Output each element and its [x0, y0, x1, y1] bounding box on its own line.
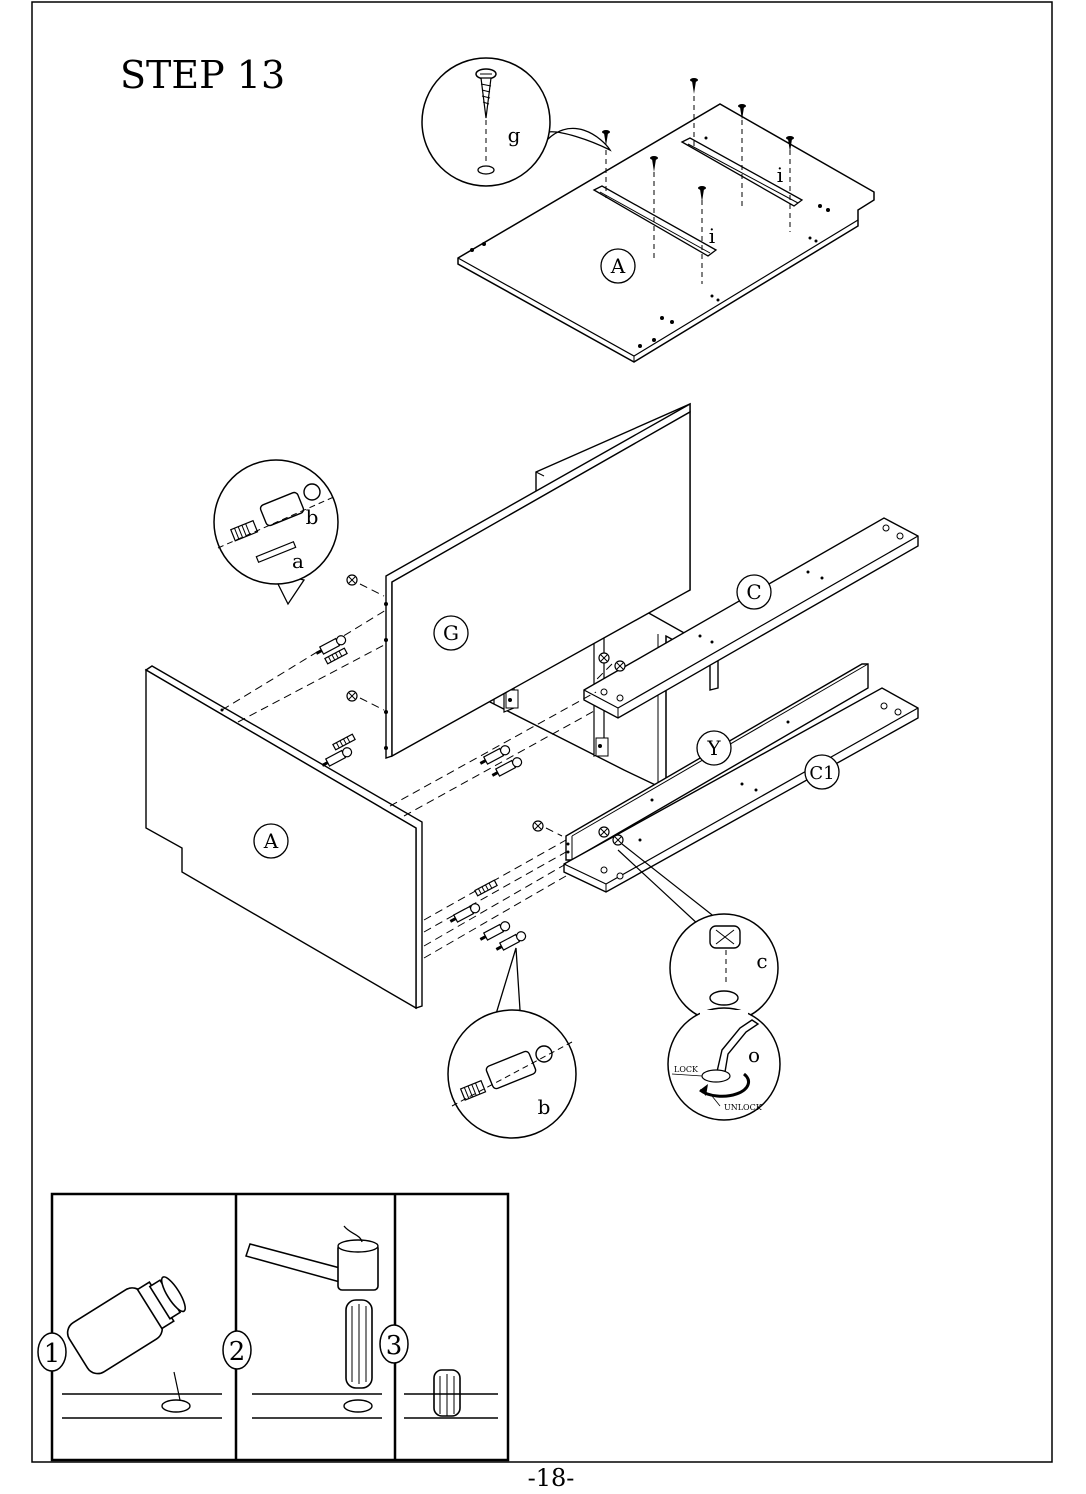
dowel-label-a: a	[292, 549, 304, 573]
front-panel-a: A	[146, 666, 422, 1008]
screw-label-g: g	[508, 123, 521, 147]
bolt-label-b-upper: b	[306, 505, 319, 529]
cam-tool-label-o: o	[748, 1043, 760, 1067]
page-number: -18-	[528, 1464, 575, 1492]
dowel-step-3-number: 3	[386, 1331, 403, 1361]
slide-label-i-back: i	[777, 163, 783, 187]
rail-c1-label: C1	[809, 763, 834, 784]
rail-y-label: Y	[706, 736, 721, 760]
lock-label: LOCK	[674, 1065, 699, 1074]
callout-bolt-b: b	[448, 948, 576, 1138]
dowel-pin-icon	[346, 1300, 372, 1388]
callout-dowel-bolt: a b	[214, 460, 338, 604]
bolt-label-b-lower: b	[538, 1095, 551, 1119]
dowel-step-2-number: 2	[229, 1337, 246, 1367]
panel-a-top-label: A	[610, 254, 626, 278]
rail-c-label: C	[746, 580, 761, 604]
cam-label-c: c	[756, 949, 767, 973]
dowel-steps-box: 1 2 3	[38, 1194, 508, 1460]
step-title: STEP 13	[120, 53, 285, 97]
callout-screw-g: g	[422, 58, 610, 186]
slide-label-i-front: i	[709, 224, 715, 248]
dowel-step-1-number: 1	[44, 1339, 61, 1369]
panel-g-label: G	[443, 621, 459, 645]
unlock-label: UNLOCK	[724, 1103, 763, 1112]
panel-a-front-label: A	[263, 829, 279, 853]
callout-cam-lock: c o LOCK UNLOCK	[618, 844, 780, 1120]
inserted-dowel-icon	[434, 1370, 460, 1416]
